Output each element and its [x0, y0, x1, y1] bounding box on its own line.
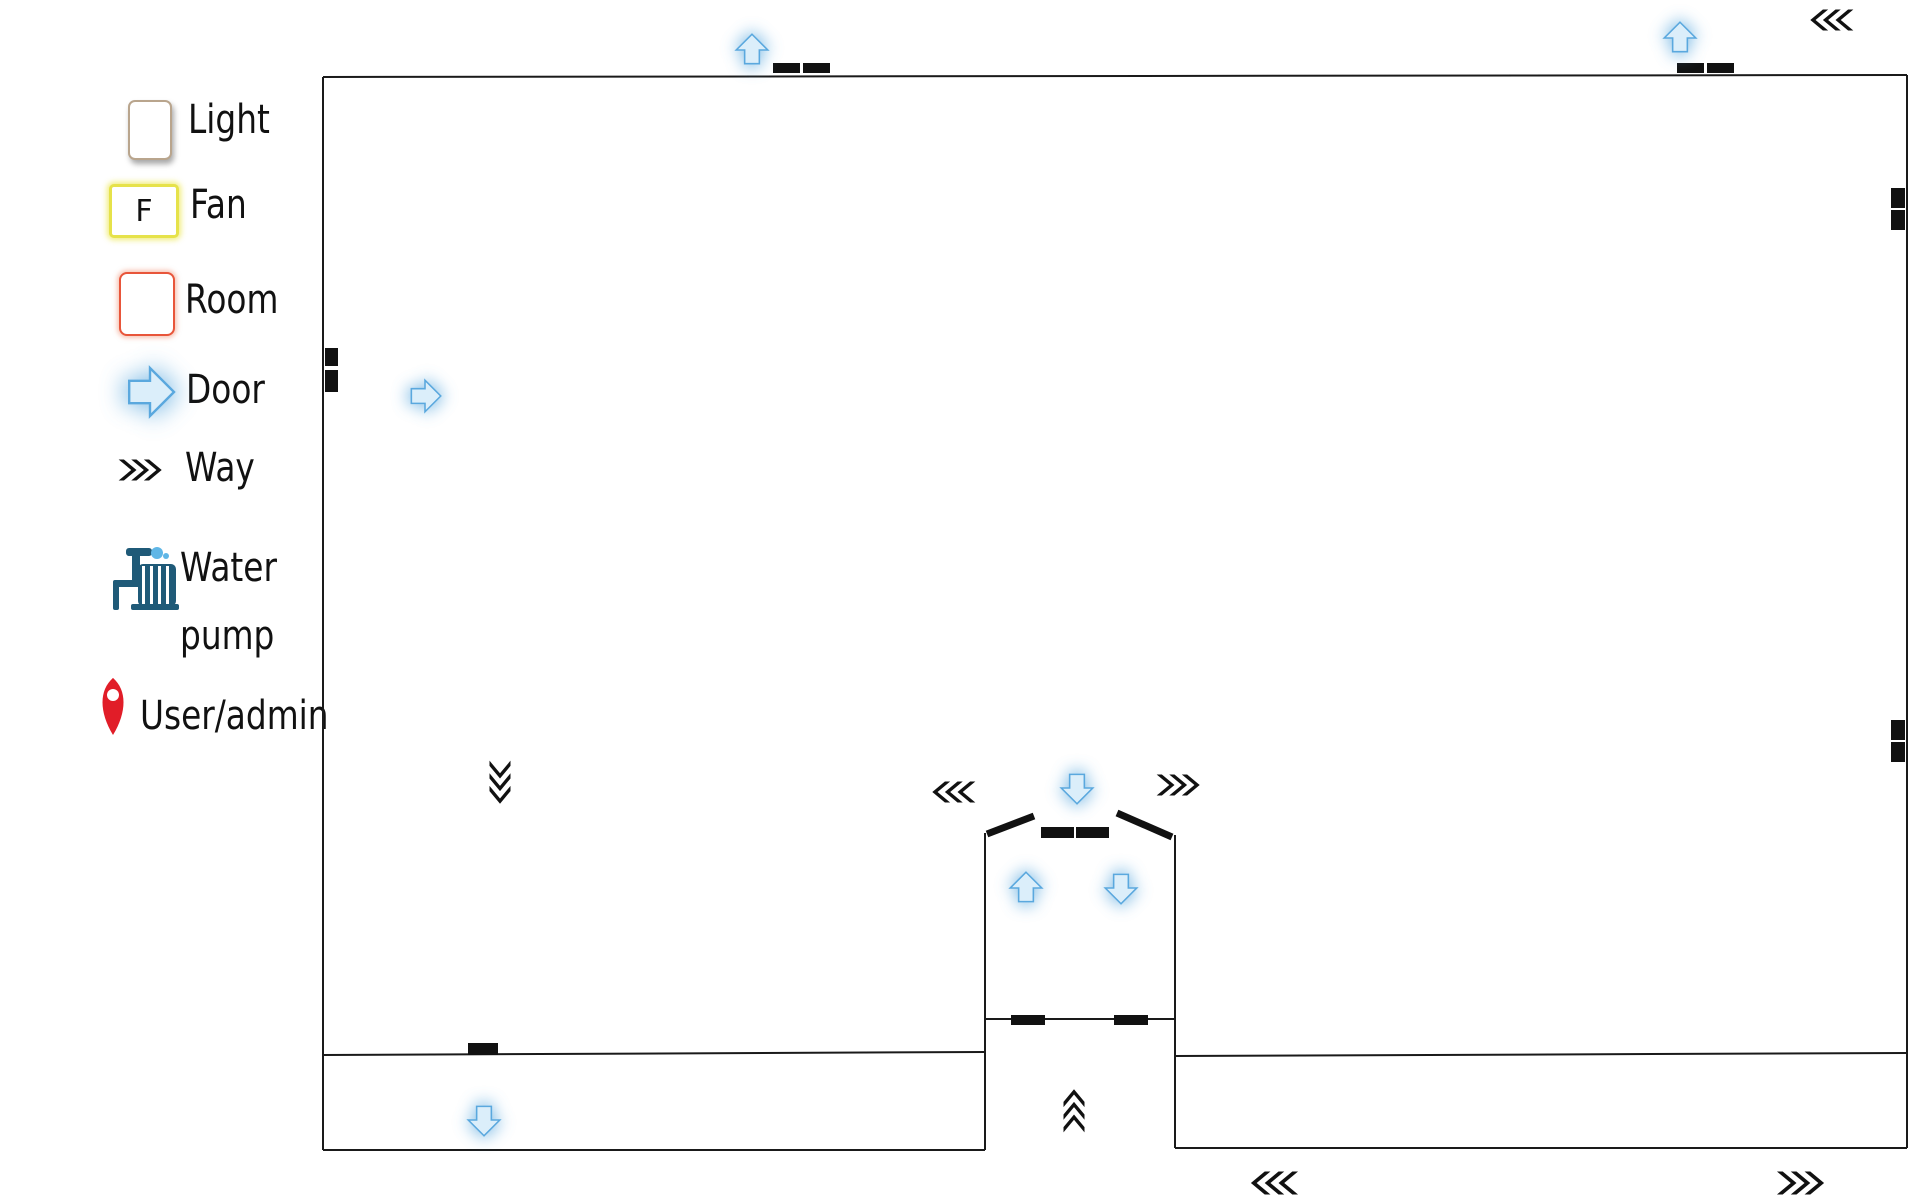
- corridor-angled-wall-left: [985, 812, 1036, 838]
- door-leaf: [1707, 63, 1734, 73]
- water-pump-icon: [113, 547, 179, 610]
- walls: [322, 74, 1908, 1151]
- way-chevron-icon: [1810, 9, 1854, 31]
- door-arrow-icon: [1057, 771, 1096, 808]
- fan-switch-letter: F: [135, 193, 153, 229]
- door-arrow-icon: [1660, 18, 1699, 55]
- door-leaf: [1076, 827, 1109, 838]
- legend-label-way: Way: [185, 445, 255, 491]
- door-leaf: [773, 63, 800, 73]
- map-pin-icon: [102, 678, 124, 735]
- corridor-angled-wall-right: [1115, 809, 1174, 841]
- inner-wall-lower-right: [1174, 1052, 1908, 1057]
- legend-label-water: Water: [180, 545, 277, 591]
- outer-wall-top: [322, 74, 1908, 78]
- legend-label-pump: pump: [180, 613, 275, 659]
- door-leaf: [325, 370, 338, 392]
- door-leaf: [1891, 188, 1905, 208]
- legend-label-room: Room: [185, 277, 279, 323]
- light-switch-icon: [128, 100, 172, 160]
- way-chevron-icon: [932, 781, 976, 803]
- door-arrow-icon: [464, 1103, 503, 1140]
- legend-label-user-admin: User/admin: [140, 693, 329, 739]
- way-chevron-icon: [118, 459, 162, 481]
- door-arrow-icon: [1006, 868, 1045, 905]
- door-leaf: [1677, 63, 1704, 73]
- door-arrow-icon: [1101, 871, 1140, 908]
- door-arrow-icon: [124, 362, 180, 422]
- legend-label-light: Light: [188, 97, 270, 143]
- way-chevron-icon: [1250, 1171, 1299, 1195]
- fan-switch-icon: F: [109, 184, 179, 238]
- door-arrow-icon: [732, 30, 771, 67]
- door-leaf: [1891, 720, 1905, 740]
- door-leaf: [325, 348, 338, 366]
- legend-label-fan: Fan: [190, 182, 247, 228]
- way-chevron-icon: [1063, 1089, 1085, 1133]
- door-leaf: [803, 63, 830, 73]
- door-leaf: [1891, 742, 1905, 762]
- room-icon: [119, 272, 175, 336]
- way-chevron-icon: [489, 760, 511, 804]
- door-leaves: [325, 63, 1905, 1055]
- door-leaf: [1041, 827, 1074, 838]
- door-leaf: [468, 1043, 498, 1055]
- door-leaf: [1114, 1015, 1148, 1025]
- door-leaf: [1891, 210, 1905, 230]
- way-chevron-icon: [1776, 1171, 1825, 1195]
- door-leaf: [1011, 1015, 1045, 1025]
- inner-wall-lower-left: [322, 1051, 986, 1056]
- legend-label-door: Door: [186, 367, 265, 413]
- door-arrow-icon: [408, 376, 445, 415]
- way-chevron-icon: [1156, 774, 1200, 796]
